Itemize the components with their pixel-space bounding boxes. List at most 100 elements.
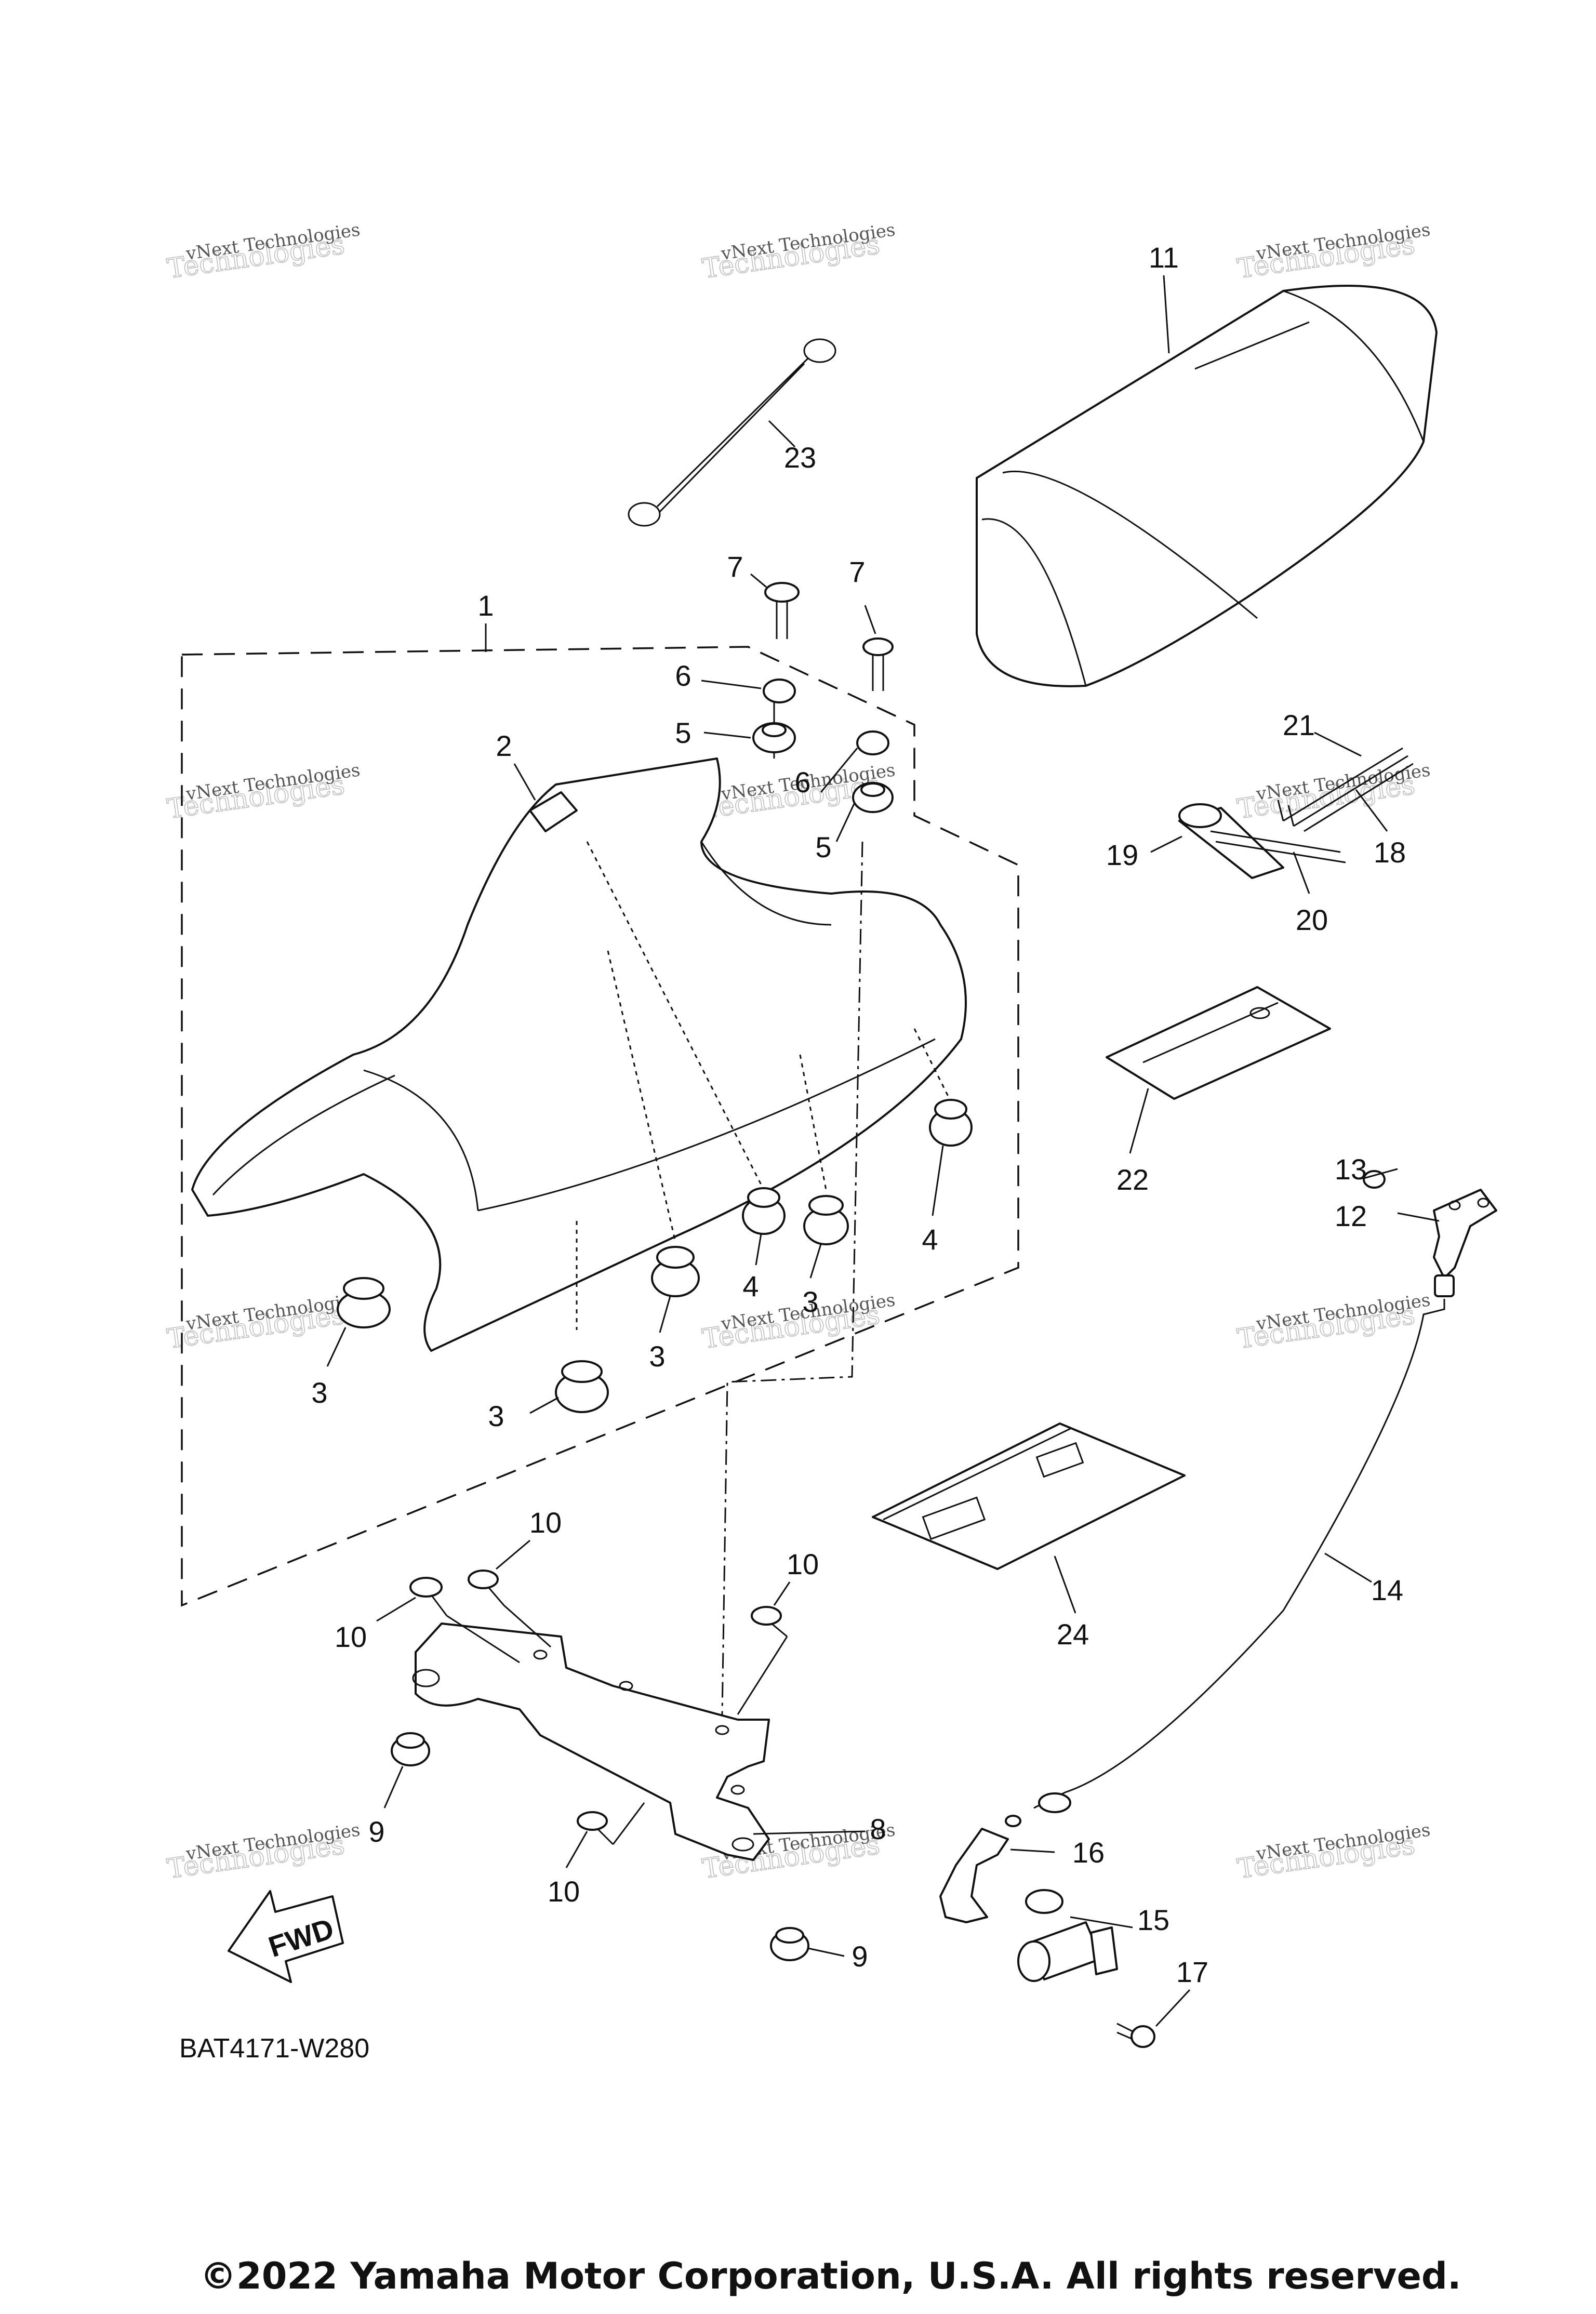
leader-10c (773, 1581, 791, 1606)
callout-15: 15 (1137, 1904, 1169, 1936)
leader-12 (1397, 1212, 1440, 1222)
callout-8: 8 (870, 1813, 886, 1845)
leader-7a (750, 573, 767, 588)
leader-3b (659, 1296, 671, 1333)
bracket-bolt (409, 1570, 788, 1845)
watermark: Technologies vNext Technologies (165, 760, 361, 826)
callout-21: 21 (1283, 709, 1315, 741)
callout-19: 19 (1106, 839, 1138, 871)
front-seat (191, 757, 967, 1352)
leader-14 (1324, 1552, 1372, 1583)
callout-16: 16 (1072, 1836, 1105, 1869)
watermark: Technologies vNext Technologies (1235, 219, 1431, 285)
lock-stay (939, 1828, 1009, 1923)
tool-kit (1178, 747, 1414, 879)
leader-22 (1129, 1088, 1149, 1154)
leader-11 (1163, 275, 1170, 354)
assembly-boundary (181, 646, 1019, 1607)
grommet (752, 722, 796, 753)
leader-5a (703, 732, 751, 739)
seat-lock-hook (1363, 1170, 1497, 1279)
leader-13 (1363, 1168, 1398, 1179)
leader-10d (565, 1831, 588, 1868)
leader-4b (932, 1145, 944, 1216)
callout-10: 10 (335, 1620, 367, 1653)
callout-13: 13 (1335, 1153, 1367, 1186)
callout-14: 14 (1371, 1574, 1403, 1606)
leader-20 (1293, 852, 1310, 894)
callout-3: 3 (649, 1340, 665, 1373)
callout-9: 9 (852, 1940, 868, 1973)
leader-16 (1010, 1848, 1055, 1853)
leader-7b (864, 605, 876, 634)
callout-3: 3 (488, 1400, 504, 1432)
callout-2: 2 (496, 729, 512, 762)
callout-5: 5 (675, 716, 691, 749)
collar (856, 730, 889, 755)
callout-9: 9 (368, 1815, 384, 1848)
callout-12: 12 (1335, 1200, 1367, 1232)
leader-9b (807, 1947, 845, 1957)
callout-20: 20 (1296, 903, 1328, 936)
leader-19 (1150, 835, 1182, 853)
leader-6a (701, 680, 762, 689)
fwd-arrow-icon: FWD (228, 1890, 344, 1983)
damper (337, 1277, 391, 1328)
callout-7: 7 (727, 550, 743, 583)
callout-6: 6 (675, 659, 691, 692)
attachment-lines (576, 841, 952, 1715)
seat-lock-cable (1005, 1274, 1455, 1827)
callout-5: 5 (815, 831, 831, 863)
bolt (862, 637, 894, 691)
callouts: 1 2 3 3 3 3 4 4 5 5 6 6 7 7 8 9 9 10 10 … (311, 241, 1406, 1988)
watermark: Technologies vNext Technologies (165, 1819, 361, 1885)
watermark: Technologies vNext Technologies (700, 219, 896, 285)
bolt-guide (446, 1604, 788, 1845)
leader-10b (496, 1539, 530, 1570)
callout-3: 3 (802, 1285, 818, 1318)
callout-23: 23 (784, 441, 816, 474)
copyright-notice: ©2022 Yamaha Motor Corporation, U.S.A. A… (200, 2255, 1461, 2297)
bolt (764, 582, 800, 639)
grommet (929, 1099, 973, 1147)
watermark: Technologies vNext Technologies (1235, 1819, 1431, 1885)
seat-bracket (412, 1623, 770, 1861)
rear-seat (976, 285, 1438, 687)
seat-wire (628, 338, 836, 527)
leader-2 (513, 763, 536, 801)
callout-24: 24 (1057, 1618, 1089, 1651)
callout-4: 4 (742, 1270, 759, 1302)
callout-10: 10 (787, 1548, 819, 1580)
leader-15 (1070, 1916, 1133, 1929)
leader-21 (1314, 732, 1362, 757)
callout-4: 4 (922, 1223, 938, 1256)
grommet (770, 1927, 809, 1961)
callout-11: 11 (1149, 241, 1179, 274)
seat-lock-cylinder (1017, 1889, 1118, 1982)
leader-18 (1355, 789, 1388, 832)
leader-17 (1155, 1989, 1191, 2027)
callout-7: 7 (849, 555, 865, 588)
watermark: Technologies vNext Technologies (165, 1289, 361, 1355)
leader-23 (768, 420, 796, 448)
leader-5b (835, 802, 856, 842)
leader-3d (809, 1244, 822, 1279)
watermark: Technologies vNext Technologies (700, 1289, 896, 1355)
owners-manual (872, 1422, 1186, 1570)
leader-6b (820, 748, 858, 793)
leader-24 (1054, 1555, 1076, 1614)
damper (803, 1195, 849, 1245)
grommet (391, 1732, 430, 1766)
diagram-code: BAT4171-W280 (179, 2033, 369, 2064)
leader-10a (376, 1597, 416, 1622)
damper (651, 1246, 700, 1297)
grommet (742, 1187, 786, 1235)
callout-1: 1 (477, 589, 494, 622)
leader-4a (755, 1233, 762, 1266)
leader-3c (529, 1397, 559, 1414)
callout-22: 22 (1116, 1163, 1149, 1196)
callout-6: 6 (794, 766, 810, 799)
leader-9a (383, 1766, 404, 1808)
lock-screw (1116, 2023, 1155, 2048)
